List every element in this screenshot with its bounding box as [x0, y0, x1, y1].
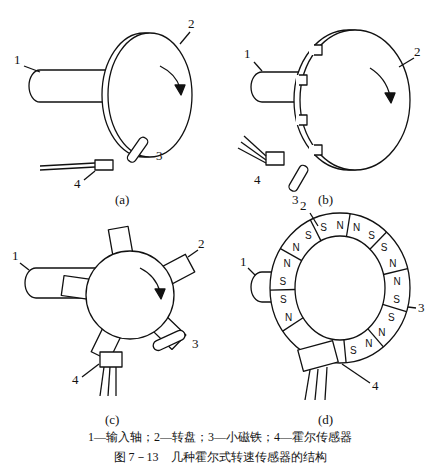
callout-number: 3 — [418, 300, 425, 315]
legend-key-text: 1—输入轴；2—转盘；3—小磁铁；4—霍尔传感器 — [0, 430, 440, 445]
callout-number: 3 — [192, 336, 199, 351]
pole-letter: S — [280, 294, 287, 305]
pole-letter: S — [393, 294, 400, 305]
figure-c — [20, 226, 198, 396]
callout-number: 4 — [372, 378, 379, 393]
callout-number: 2 — [300, 198, 307, 213]
callout-number: 3 — [156, 148, 163, 163]
pole-letter: N — [353, 222, 360, 233]
callout-number: 3 — [292, 192, 299, 207]
figure-a — [24, 32, 192, 180]
subfigure-label: (a) — [115, 192, 129, 207]
pole-letter: S — [305, 229, 312, 240]
subfigure-label: (b) — [318, 192, 333, 207]
pole-letter: N — [393, 275, 400, 286]
pole-letter: N — [365, 338, 372, 349]
pole-letter: S — [350, 344, 357, 355]
callout-number: 2 — [198, 236, 205, 251]
callout-number: 1 — [244, 46, 251, 61]
figure-b — [238, 30, 414, 193]
callout-number: 1 — [240, 254, 247, 269]
pole-letter: N — [285, 311, 292, 322]
subfigure-label: (c) — [105, 412, 119, 427]
callout-number: 4 — [74, 176, 81, 191]
pole-letter: S — [280, 275, 287, 286]
pole-letter: N — [378, 326, 385, 337]
callout-number: 4 — [72, 372, 79, 387]
pole-letter: N — [292, 242, 299, 253]
pole-letter: N — [336, 219, 343, 230]
pole-letter: N — [284, 257, 291, 268]
pole-letter: S — [368, 229, 375, 240]
figure-caption: 图 7－13 几种霍尔式转速传感器的结构 — [0, 450, 440, 465]
subfigure-label: (d) — [318, 412, 333, 427]
callout-number: 4 — [254, 172, 261, 187]
pole-letter: S — [381, 242, 388, 253]
figure-d — [248, 213, 416, 400]
callout-number: 1 — [12, 248, 19, 263]
callout-number: 1 — [14, 52, 21, 67]
pole-letter: S — [388, 311, 395, 322]
pole-letter: N — [389, 257, 396, 268]
callout-number: 2 — [188, 16, 195, 31]
callout-number: 2 — [414, 44, 421, 59]
pole-letter: S — [320, 222, 327, 233]
